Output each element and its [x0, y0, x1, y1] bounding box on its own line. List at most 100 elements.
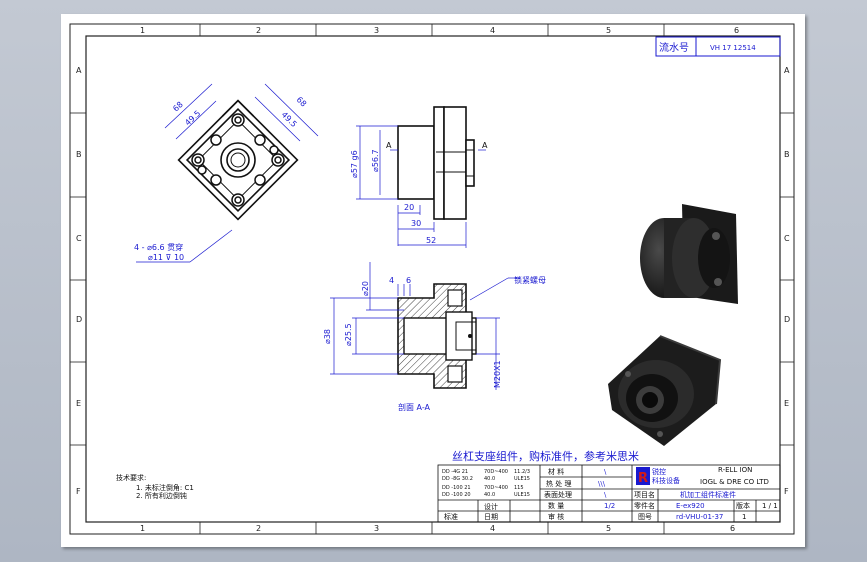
tech-req-title: 技术要求: — [116, 473, 146, 482]
section-dim-6: 6 — [406, 276, 411, 285]
zone-row-b-right: B — [784, 150, 790, 159]
section-mark-a-right: A — [482, 141, 488, 150]
tb-row-3-a: DD -100 21 — [442, 485, 471, 491]
section-dim-phi25-5: ⌀25.5 — [344, 323, 353, 346]
zone-col-4-bottom: 4 — [490, 524, 495, 533]
section-dim-phi20: ⌀20 — [361, 281, 370, 296]
zone-col-1-bottom: 1 — [140, 524, 145, 533]
tb-row-4-b: 40.0 — [484, 492, 495, 498]
hole-callout-line2: ⌀11 ⊽ 10 — [148, 253, 184, 262]
side-view-dims — [356, 125, 486, 248]
hole-callout-line1: 4 - ⌀6.6 贯穿 — [134, 242, 183, 252]
zone-row-e-right: E — [784, 399, 789, 408]
tb-material-value: \ — [604, 468, 607, 476]
tb-row-4-c: ULE15 — [514, 492, 530, 498]
zone-row-d-right: D — [784, 315, 790, 324]
zone-col-3-bottom: 3 — [374, 524, 379, 533]
iso-view-top — [640, 204, 738, 304]
tb-row-2-b: 40.0 — [484, 476, 495, 482]
tb-row-1-c: 11.2/3 — [514, 469, 530, 475]
zone-col-6: 6 — [734, 26, 739, 35]
section-caption: 剖面 A-A — [398, 402, 431, 412]
tb-heat-value: \\\ — [598, 480, 606, 488]
tb-row-1-a: DD -4G 21 — [442, 469, 468, 475]
tb-check-label: 审 核 — [548, 512, 564, 521]
section-leader-label: 锁紧螺母 — [514, 275, 546, 285]
section-dim-phi38: ⌀38 — [323, 329, 332, 344]
zone-row-c-right: C — [784, 234, 790, 243]
tb-part-value: E-ex920 — [676, 502, 705, 510]
zone-row-f: F — [76, 487, 81, 496]
section-view-dims — [330, 262, 520, 390]
tb-drawing-label: 图号 — [638, 513, 652, 521]
zone-row-a: A — [76, 66, 82, 75]
zone-row-d: D — [76, 315, 82, 324]
tb-company-name: 科技设备 — [652, 476, 680, 485]
side-view — [397, 106, 475, 220]
tb-stand-label: 标准 — [444, 512, 458, 521]
tb-project-label: 项目名 — [634, 490, 655, 499]
tb-surface-label: 表面处理 — [544, 490, 572, 499]
zone-col-6-bottom: 6 — [730, 524, 735, 533]
serial-label: 流水号 — [659, 41, 689, 54]
inner-border — [85, 35, 781, 523]
tb-qty-value: 1/2 — [604, 502, 615, 510]
zone-col-1: 1 — [140, 26, 145, 35]
zone-row-a-right: A — [784, 66, 790, 75]
zone-col-4: 4 — [490, 26, 495, 35]
company-logo: R — [636, 467, 650, 486]
tb-version-label: 版本 — [736, 501, 750, 510]
tb-row-1-b: 70D~400 — [484, 469, 508, 475]
tb-version-value: 1 — [742, 513, 746, 521]
serial-box: 流水号 VH 17 12514 — [655, 36, 781, 57]
zone-col-3: 3 — [374, 26, 379, 35]
zone-row-b: B — [76, 150, 82, 159]
side-dim-30: 30 — [411, 219, 421, 228]
tb-qty-label: 数 量 — [548, 501, 564, 510]
iso-view-bottom — [608, 335, 722, 446]
side-dim-52: 52 — [426, 236, 436, 245]
zone-row-c: C — [76, 234, 82, 243]
front-dim-49-5-right: 49.5 — [280, 110, 299, 129]
tb-part-label: 零件名 — [634, 501, 655, 510]
tb-row-3-c: 115 — [514, 485, 524, 491]
tb-row-4-a: DD -100 20 — [442, 492, 471, 498]
section-dim-m20: M20X1 — [493, 360, 502, 388]
tb-drawing-value: rd-VHU-01-37 — [676, 513, 723, 521]
side-dim-phi57: ⌀57 g6 — [350, 150, 359, 178]
side-dim-phi56-7: ⌀56.7 — [371, 149, 380, 172]
tb-designer-label: 设计 — [484, 502, 498, 511]
section-view — [397, 283, 477, 389]
section-dim-4: 4 — [389, 276, 394, 285]
tech-req-line2: 2. 所有利边倒钝 — [136, 491, 187, 500]
front-view: 68 49.5 68 49.5 4 - ⌀6.6 贯穿 ⌀11 ⊽ 10 — [134, 83, 319, 263]
zone-col-5-bottom: 5 — [606, 524, 611, 533]
svg-text:R: R — [638, 471, 648, 486]
tb-project-value: 机加工组件标准件 — [680, 490, 736, 499]
standard-part-note: 丝杠支座组件，购标准件，参考米思米 — [452, 449, 639, 463]
tb-company-en2: IOGL & DRE CO LTD — [700, 478, 769, 486]
tb-company-short: 锐控 — [652, 467, 666, 476]
title-block — [437, 464, 781, 523]
zone-col-5: 5 — [606, 26, 611, 35]
zone-col-2: 2 — [256, 26, 261, 35]
tb-surface-value: \ — [604, 491, 607, 499]
tb-row-2-a: DD -8G 30.2 — [442, 476, 473, 482]
front-dim-68-right: 68 — [295, 95, 309, 109]
tb-row-2-c: ULE15 — [514, 476, 530, 482]
tb-date-label: 日期 — [484, 513, 498, 521]
serial-value: VH 17 12514 — [710, 44, 756, 52]
zone-ticks — [70, 24, 794, 534]
zone-col-2-bottom: 2 — [256, 524, 261, 533]
zone-row-e: E — [76, 399, 81, 408]
tb-material-label: 材 料 — [548, 467, 564, 476]
section-mark-a-left: A — [386, 141, 392, 150]
tb-company-en1: R-ELL ION — [718, 466, 752, 474]
tb-row-3-b: 70D~400 — [484, 485, 508, 491]
tb-sheet-value: 1 / 1 — [762, 502, 778, 510]
tb-heat-label: 热 处 理 — [546, 479, 571, 488]
side-dim-20: 20 — [404, 203, 414, 212]
front-dim-49-5-left: 49.5 — [183, 109, 202, 128]
tb-spec-rows: DD -4G 21 70D~400 11.2/3 DD -8G 30.2 40.… — [442, 469, 530, 498]
